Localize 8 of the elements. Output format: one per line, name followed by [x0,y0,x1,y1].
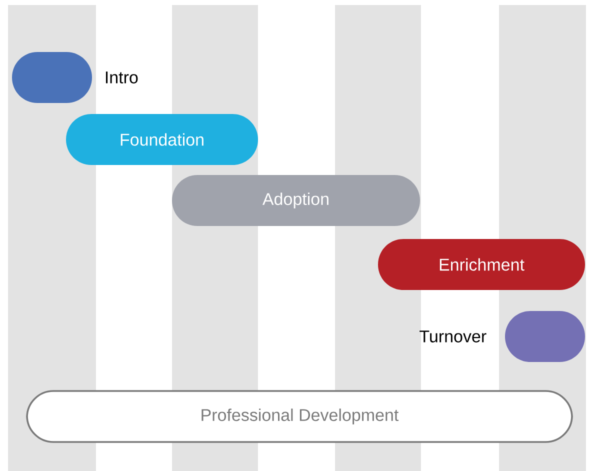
pill-bar [505,311,585,362]
bar-label: Turnover [420,330,486,342]
pill-bar: Enrichment [378,239,585,290]
pill-bar: Foundation [66,114,258,165]
pill-bar: Professional Development [26,390,573,443]
pill-bar: Adoption [172,175,420,226]
bar-label: Intro [106,72,138,84]
pill-bar [12,52,92,103]
